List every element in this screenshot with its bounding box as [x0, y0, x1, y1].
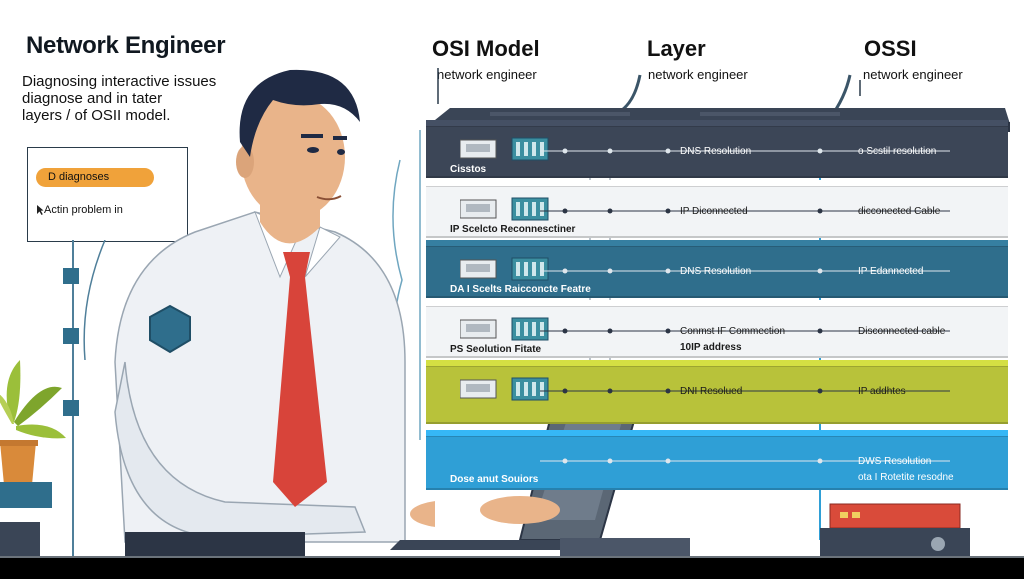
switch-device-icon: [460, 197, 549, 221]
info-panel: [27, 147, 188, 242]
row-right-label: Disconnected cable: [858, 326, 946, 337]
row-mid-label: Conmst IF Commection: [680, 326, 786, 337]
router-icon: [820, 503, 970, 558]
network-device-icon: [0, 482, 52, 558]
switch-device-icon: [460, 137, 549, 161]
page-title: Network Engineer: [26, 32, 226, 59]
row-mid-label: DNS Resolution: [680, 266, 752, 277]
connection-line: [540, 268, 950, 274]
cursor-icon: [37, 205, 44, 215]
panel-text: Actin problem in: [44, 204, 123, 216]
row-right-label: IP addhtes: [858, 386, 906, 397]
row-mid-label-2: 10IP address: [680, 342, 742, 353]
engineer-figure: [114, 69, 435, 562]
wall-cables: [63, 240, 106, 560]
column-sub-2: network engineer: [648, 67, 748, 82]
connection-line: [540, 458, 950, 464]
switch-device-icon: [460, 257, 549, 281]
row-left-label: IP Scelcto Reconnesctiner: [450, 224, 576, 235]
osi-layer-row: [426, 430, 1008, 490]
subtitle-line-2: diagnose and in tater: [22, 90, 163, 107]
subtitle-line-1: Diagnosing interactive issues: [22, 73, 217, 90]
column-header-layer: Layer: [647, 36, 706, 61]
row-left-label: Dose anut Souiors: [450, 474, 539, 485]
connection-line: [540, 388, 950, 394]
switch-device-icon: [460, 377, 549, 401]
row-right-label: dicconected Cable: [858, 206, 941, 217]
row-mid-label: IP Diconnected: [680, 206, 748, 217]
floor-edge: [0, 556, 1024, 559]
diagnoses-badge: D diagnoses: [36, 168, 154, 187]
floor: [0, 558, 1024, 579]
subtitle-line-3: layers / of OSII model.: [22, 107, 171, 124]
row-right-label: IP Edannected: [858, 266, 924, 277]
column-sub-1: network engineer: [437, 67, 537, 82]
row-right-label: o Scstil resolution: [858, 146, 937, 157]
connection-line: [540, 208, 950, 214]
row-left-label: Cisstos: [450, 164, 487, 175]
connection-line: [540, 148, 950, 154]
row-left-label: DA I Scelts Raicconcte Featre: [450, 284, 591, 295]
plant-icon: [0, 360, 66, 485]
row-right-label-2: ota I Rotetite resodne: [858, 472, 954, 483]
connection-line: [540, 328, 950, 334]
row-mid-label: DNS Resolution: [680, 146, 752, 157]
column-sub-3: network engineer: [863, 67, 963, 82]
column-header-osi-model: OSI Model: [432, 36, 540, 61]
row-mid-label: DNI Resolued: [680, 386, 743, 397]
row-right-label: DWS Resolution: [858, 456, 932, 467]
column-header-ossi: OSSI: [864, 36, 917, 61]
switch-device-icon: [460, 317, 549, 341]
row-left-label: PS Seolution Fitate: [450, 344, 542, 355]
